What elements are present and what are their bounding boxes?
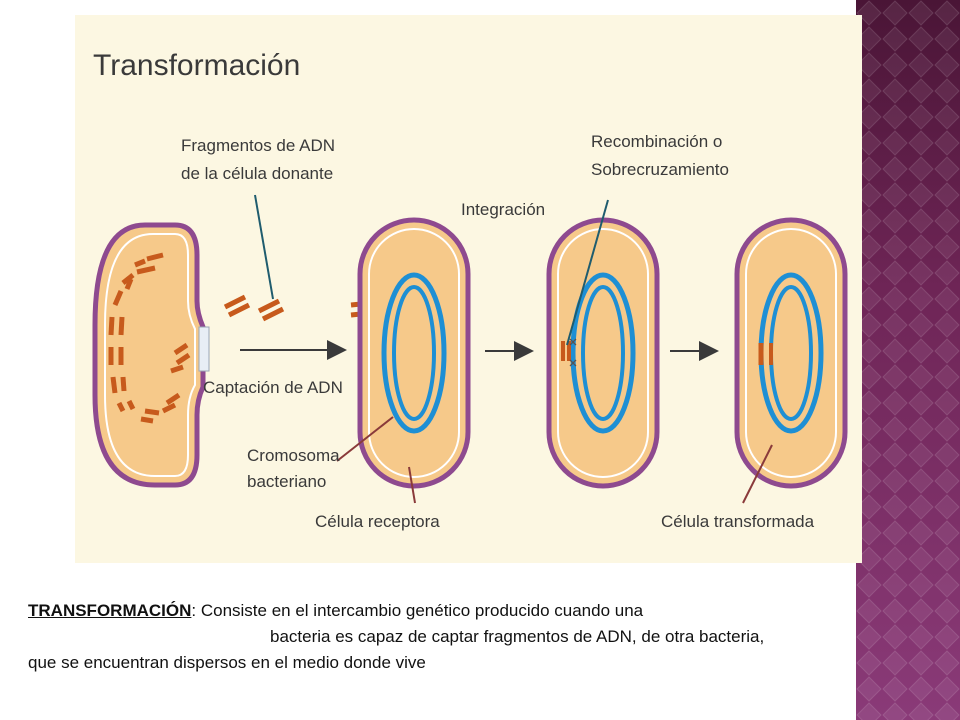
diamond-pattern [856,0,960,720]
label-uptake: Captación de ADN [203,378,343,397]
transformed-cell [734,217,848,489]
caption-line1-rest: : Consiste en el intercambio genético pr… [191,601,644,620]
label-fragments-line2: de la célula donante [181,164,333,183]
leader-lines [254,194,773,504]
caption-line-1: TRANSFORMACIÓN: Consiste en el intercamb… [28,598,956,624]
label-recombination-line1: Recombinación o [591,132,722,151]
recipient-chromosome-inner [392,285,436,421]
recipient-chromosome-outer [381,272,447,434]
transformation-diagram: Transformación [75,15,862,563]
label-fragments-line1: Fragmentos de ADN [181,136,335,155]
integration-cell [546,217,660,489]
label-recipient: Célula receptora [315,512,440,531]
label-transformed: Célula transformada [661,512,815,531]
diagram-title: Transformación [93,49,300,82]
caption: TRANSFORMACIÓN: Consiste en el intercamb… [28,598,956,676]
label-chromosome-line2: bacteriano [247,472,326,491]
label-recombination-line2: Sobrecruzamiento [591,160,729,179]
donor-cell [92,222,210,488]
recipient-cell [357,217,471,489]
label-integration: Integración [461,200,545,219]
decorative-side-band [856,0,960,720]
crossover-marks [569,338,577,367]
free-dna-fragments [223,294,372,322]
donor-dna-fragments [108,252,191,424]
caption-term: TRANSFORMACIÓN [28,601,192,620]
label-chromosome-line1: Cromosoma [247,446,340,465]
caption-line-3: que se encuentran dispersos en el medio … [28,653,426,672]
caption-line-2: bacteria es capaz de captar fragmentos d… [270,627,765,646]
